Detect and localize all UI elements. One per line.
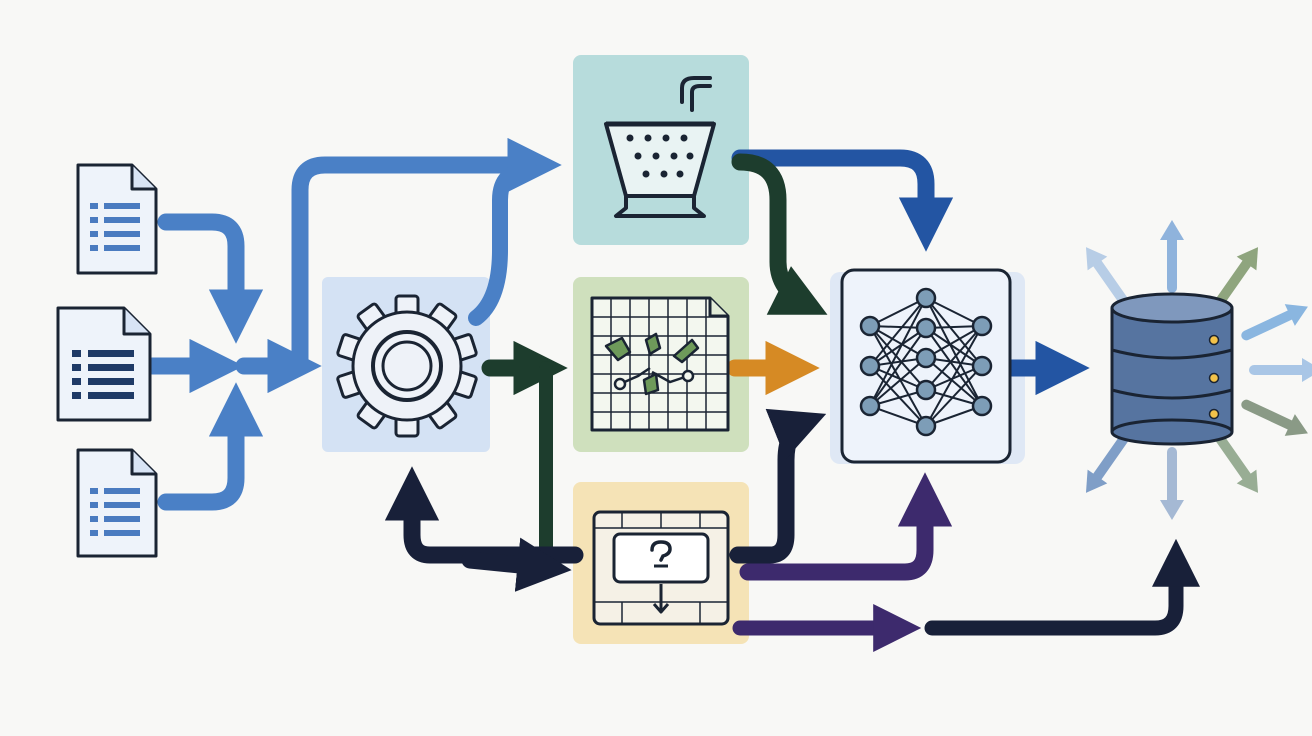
- connector-decision-to-model-purple: [739, 472, 953, 581]
- network-node: [859, 395, 881, 417]
- network-edge: [869, 325, 927, 359]
- document-2: [56, 306, 152, 422]
- network-edge: [869, 365, 927, 427]
- neural-network-icon: [840, 268, 1012, 464]
- output-ray-head: [1085, 247, 1108, 271]
- filter-basket-icon: [604, 76, 716, 218]
- network-edge: [925, 357, 983, 407]
- network-node: [915, 317, 937, 339]
- output-ray-head: [1236, 247, 1259, 271]
- network-node: [915, 379, 937, 401]
- network-edge: [869, 327, 927, 367]
- network-edge: [869, 297, 927, 407]
- connector-decision-to-model-dark: [729, 408, 827, 564]
- question-icon: [592, 510, 730, 626]
- network-edge: [925, 365, 983, 427]
- network-edge: [869, 357, 927, 407]
- network-edge: [869, 297, 927, 367]
- network-edge: [925, 325, 983, 427]
- document-icon: [76, 448, 158, 558]
- gear-icon: [336, 294, 478, 438]
- network-node: [859, 355, 881, 377]
- output-ray-head: [1302, 358, 1312, 382]
- network-node: [915, 347, 937, 369]
- document-icon: [76, 163, 158, 275]
- network-edge: [925, 327, 983, 407]
- network-edge: [869, 325, 927, 391]
- network-edge: [869, 325, 927, 427]
- network-edge: [869, 297, 927, 327]
- output-ray-head: [1160, 220, 1184, 240]
- network-edge: [925, 325, 983, 391]
- document-1: [76, 163, 158, 275]
- connector-filter-to-model-green: [731, 153, 828, 315]
- network-edge: [925, 297, 983, 407]
- connectors: [143, 137, 1201, 653]
- connector-loop-to-decision: [461, 537, 572, 592]
- network-node: [859, 315, 881, 337]
- connector-processing-to-filter: [468, 162, 538, 326]
- connector-decision-to-database-dark: [924, 538, 1201, 636]
- output-ray: [1241, 307, 1301, 341]
- connector-doc3-to-merge: [157, 382, 264, 511]
- output-ray-head: [1284, 304, 1308, 326]
- network-edge: [925, 327, 983, 367]
- output-ray: [1088, 432, 1130, 487]
- output-ray-head: [1284, 414, 1308, 436]
- output-ray-head: [1085, 469, 1108, 493]
- network-edge: [925, 297, 983, 327]
- document-3: [76, 448, 158, 558]
- output-ray: [1088, 253, 1130, 308]
- network-edge: [925, 325, 983, 359]
- output-rays: [1085, 220, 1312, 520]
- database-icon: [1085, 220, 1312, 520]
- network-node: [915, 287, 937, 309]
- connector-decision-to-processing: [384, 466, 584, 564]
- document-icon: [56, 306, 152, 422]
- network-node: [915, 415, 937, 437]
- connector-filter-to-model-navy: [731, 149, 954, 252]
- network-edge: [869, 327, 927, 407]
- output-ray: [1214, 253, 1256, 308]
- connector-doc1-to-merge: [157, 213, 264, 344]
- network-node: [971, 395, 993, 417]
- network-node: [971, 315, 993, 337]
- output-ray-head: [1160, 500, 1184, 520]
- network-node: [971, 355, 993, 377]
- output-ray: [1214, 432, 1256, 487]
- network-edge: [925, 297, 983, 367]
- connector-merge-to-filter: [291, 137, 562, 375]
- scatter-grid-icon: [590, 296, 730, 432]
- output-ray: [1241, 399, 1301, 433]
- output-ray-head: [1236, 469, 1259, 493]
